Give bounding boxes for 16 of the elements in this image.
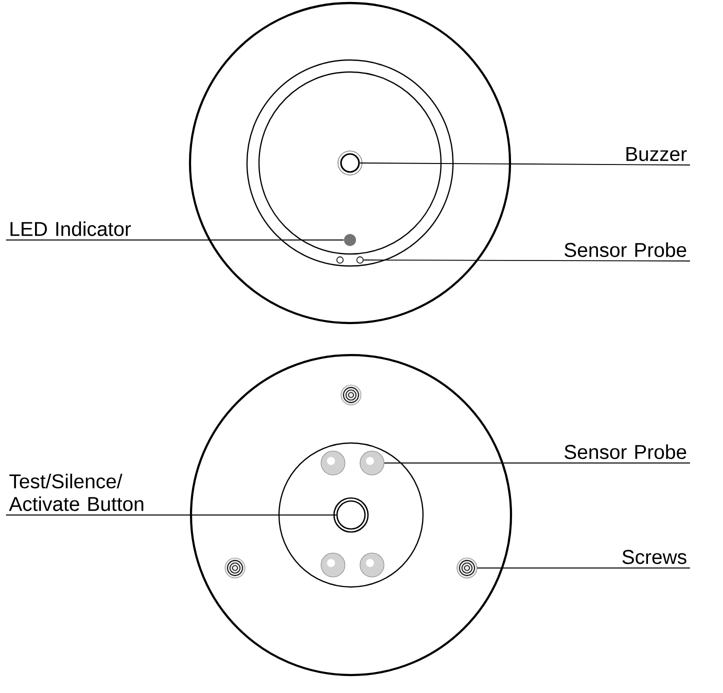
part-label: Sensor Probe — [564, 444, 686, 460]
leader-line — [363, 260, 690, 262]
probe-hole — [356, 256, 364, 264]
buzzer — [338, 150, 362, 176]
part-label: Test/Silence/ Activate Button — [8, 474, 144, 512]
probe-pin — [360, 450, 384, 476]
button — [333, 497, 369, 533]
leader-line — [384, 462, 690, 464]
part-label: Sensor Probe — [564, 242, 686, 258]
leader-line — [6, 514, 337, 516]
leader-line — [359, 162, 690, 166]
part-label: Buzzer — [626, 147, 687, 162]
part-label: Screws — [622, 550, 686, 564]
screw — [456, 558, 478, 578]
led-dot — [344, 234, 356, 246]
part-label: LED Indicator — [10, 221, 131, 236]
